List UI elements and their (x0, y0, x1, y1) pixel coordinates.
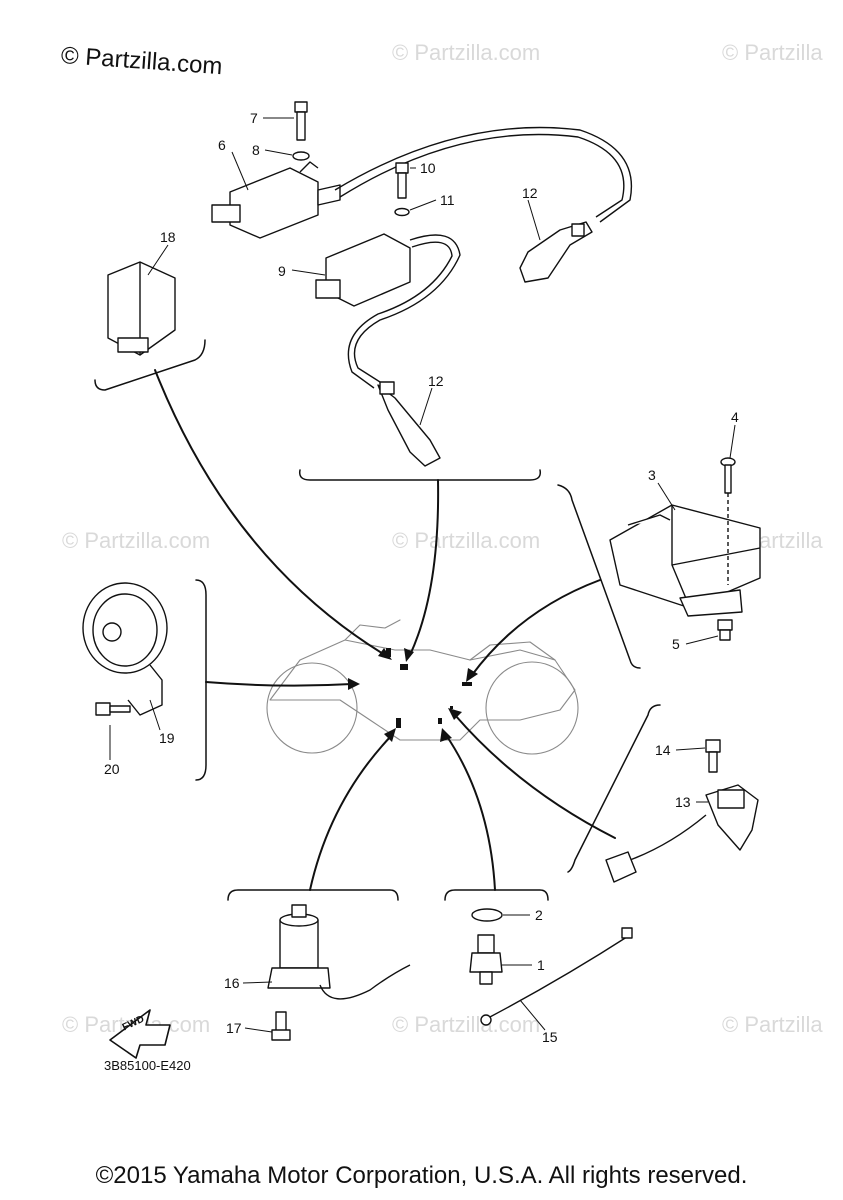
leader-horn (205, 681, 353, 687)
arrowheads (348, 648, 478, 742)
leader-spark-plug (445, 734, 496, 891)
sender-part-1 (469, 934, 503, 985)
bolt-part-20 (95, 702, 131, 716)
lead-wire-b (353, 234, 461, 383)
bracket-spark-plug (444, 889, 549, 901)
watermark: © Partzilla.com (392, 40, 541, 65)
relay-part-18 (107, 261, 176, 356)
callout-8: 8 (252, 142, 260, 158)
bolt-part-10 (395, 162, 409, 199)
leader-sensor (454, 714, 616, 839)
watermark: © Partzilla (722, 40, 823, 65)
leader-fuel-sender (309, 734, 393, 891)
horn-part-19 (82, 582, 168, 716)
washer-part-8 (292, 151, 310, 161)
fwd-arrow-icon (109, 1009, 171, 1059)
callout-18: 18 (160, 229, 176, 245)
watermark: © Partzilla.com (62, 528, 211, 553)
callout-17: 17 (226, 1020, 242, 1036)
sensor-part-13 (605, 784, 759, 883)
bracket-fuel-sender (227, 889, 399, 901)
callout-16: 16 (224, 975, 240, 991)
callout-15: 15 (542, 1029, 558, 1045)
callout-14: 14 (655, 742, 671, 758)
sender-part-16 (267, 904, 411, 1000)
callout-5: 5 (672, 636, 680, 652)
callout-1: 1 (537, 957, 545, 973)
callout-3: 3 (648, 467, 656, 483)
screw-part-17 (271, 1011, 291, 1041)
plug-cap-part-12a (519, 221, 593, 283)
bracket-sensor (567, 704, 661, 873)
callout-13: 13 (675, 794, 691, 810)
callout-4: 4 (731, 409, 739, 425)
bracket-horn (195, 579, 207, 781)
lead-wire-a (334, 126, 633, 223)
callout-7: 7 (250, 110, 258, 126)
leader-ecu (471, 579, 601, 676)
bolt-part-7 (294, 101, 308, 141)
grommet-part-5 (717, 619, 733, 641)
watermark: © Partzilla (722, 1012, 823, 1037)
bolt-part-14 (705, 739, 721, 773)
ignition-coil-part-6 (211, 161, 341, 239)
watermark: © Partzilla.com (392, 528, 541, 553)
callout-12a: 12 (522, 185, 538, 201)
ignition-coil-part-9 (315, 233, 411, 307)
leader-ignition (409, 479, 440, 656)
callout-6: 6 (218, 137, 226, 153)
bracket-relay (94, 339, 206, 391)
callout-2: 2 (535, 907, 543, 923)
callout-9: 9 (278, 263, 286, 279)
gasket-part-2 (471, 908, 503, 922)
callout-leaders (109, 117, 736, 1033)
watermark: © Partzilla.com (392, 1012, 541, 1037)
callout-10: 10 (420, 160, 436, 176)
leader-relay (154, 369, 386, 656)
washer-part-11 (394, 207, 410, 217)
lead-part-15 (480, 927, 633, 1026)
motorcycle-silhouette (266, 619, 579, 755)
ecu-part-3 (609, 504, 761, 617)
copyright-footer: ©2015 Yamaha Motor Corporation, U.S.A. A… (95, 1162, 748, 1189)
callout-19: 19 (159, 730, 175, 746)
screw-part-4 (720, 457, 736, 585)
callout-11: 11 (440, 192, 455, 208)
plug-cap-part-12b (377, 381, 441, 467)
bracket-ignition (298, 469, 542, 481)
diagram-code: 3B85100-E420 (104, 1058, 191, 1073)
callout-12b: 12 (428, 373, 444, 389)
callout-20: 20 (104, 761, 120, 777)
